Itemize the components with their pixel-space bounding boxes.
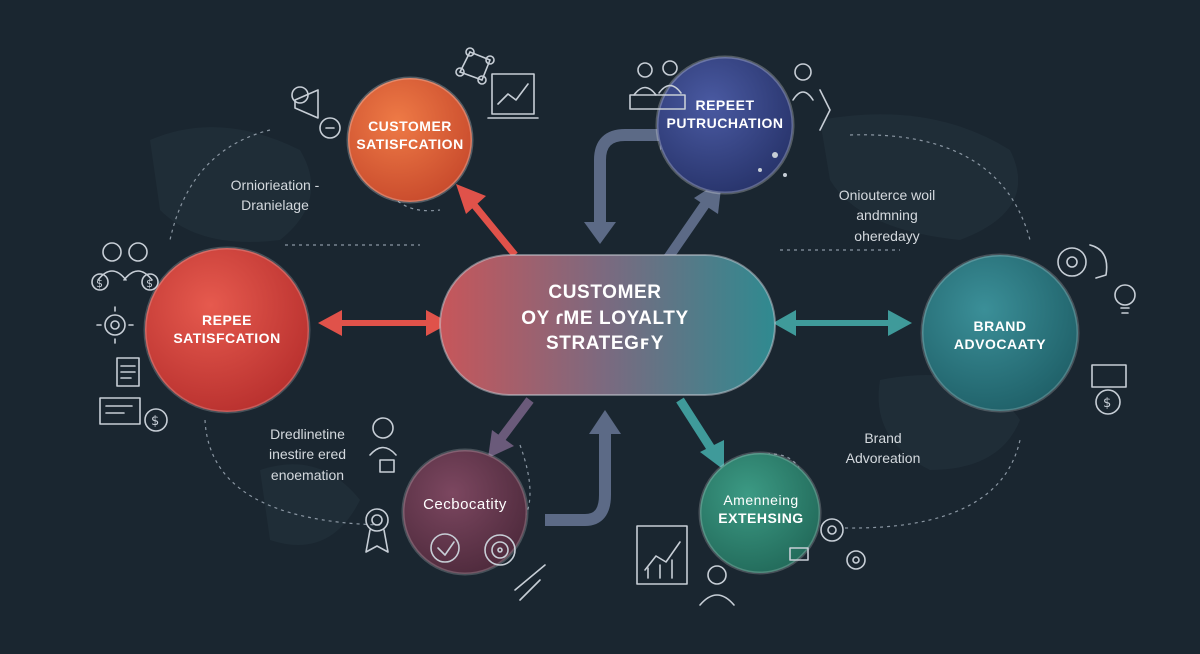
node-advocacy-line1: BRAND — [973, 318, 1027, 334]
award-ribbon-icon — [365, 508, 389, 553]
node-extending-circle — [698, 451, 822, 575]
node-satisfaction-line2: SATISFCATION — [356, 135, 464, 152]
center-strategy-label: CUSTOMER OY ɾME LOYALTY STRATEGꜰY — [440, 280, 770, 357]
node-satisfaction-line1: CUSTOMER — [368, 118, 452, 134]
chart-screen-icon — [487, 73, 539, 119]
headset-person-icon — [369, 417, 397, 473]
arrow-to-cecbocatity — [488, 397, 534, 458]
note-top-right-line3: oheredayy — [854, 227, 920, 244]
svg-text:$: $ — [1103, 396, 1111, 411]
node-cecbocatity-label: Cecbocatity — [405, 496, 525, 515]
note-bottom-right-line1: Brand — [864, 430, 902, 446]
node-advocacy-label: BRAND ADVOCAATY — [940, 318, 1060, 353]
node-repurchase-line2: PUTRUCHATION — [666, 114, 784, 131]
target-icon — [430, 533, 546, 601]
svg-text:$: $ — [151, 414, 159, 429]
dollar-screen-icon: $ — [1091, 364, 1127, 415]
note-bottom-left: Dredlinetine inestire ered enoemation — [240, 424, 375, 485]
arrow-to-extending — [676, 397, 724, 470]
arrow-to-satisfaction — [456, 184, 518, 258]
node-repeat-label: REPEE SATISFCATION — [152, 312, 302, 347]
note-bottom-right-line2: Advoreation — [845, 450, 921, 467]
node-repeat-circle — [143, 246, 311, 414]
note-top-left-line2: Dranielage — [241, 197, 309, 214]
document-icon — [116, 357, 140, 387]
center-strategy-pill — [439, 254, 776, 396]
arrow-right-double — [773, 310, 912, 336]
note-top-right: Oniouterce woil andmning oheredayy — [812, 185, 962, 246]
node-satisfaction-label: CUSTOMER SATISFCATION — [348, 118, 472, 153]
cogs-icon — [789, 518, 866, 570]
growth-chart-icon — [636, 525, 688, 585]
node-repeat-line2: SATISFCATION — [173, 329, 281, 346]
network-icon — [455, 47, 495, 85]
center-line2: OY ɾME LOYALTY — [521, 307, 689, 329]
lightbulb-icon — [1114, 284, 1136, 314]
node-satisfaction-circle — [346, 76, 474, 204]
node-extending-line2: EXTEHSING — [718, 509, 804, 526]
svg-text:$: $ — [96, 277, 103, 290]
note-bottom-left-line3: enoemation — [270, 466, 345, 483]
gear-icon — [96, 306, 134, 344]
node-repurchase-label: REPEET PUTRUCHATION — [655, 97, 795, 132]
center-line1: CUSTOMER — [548, 282, 662, 303]
node-extending-label: Amenneing EXTEHSING — [702, 492, 820, 527]
node-advocacy-line2: ADVOCAATY — [953, 335, 1047, 352]
node-repurchase-circle — [655, 55, 795, 195]
note-top-left: Orniorieation - Dranielage — [200, 175, 350, 216]
center-line3: STRATEGꜰY — [545, 333, 665, 355]
arrow-left-double — [318, 310, 450, 336]
head-gear-icon — [1057, 244, 1108, 279]
person-icon — [699, 565, 735, 606]
note-top-right-line1: Oniouterce woil — [838, 187, 936, 203]
note-bottom-left-line2: inestire ered — [268, 446, 347, 463]
note-top-left-line1: Orniorieation - — [230, 177, 320, 193]
megaphone-icon — [291, 86, 341, 139]
svg-text:$: $ — [146, 277, 153, 290]
node-repeat-line1: REPEE — [202, 312, 252, 328]
node-advocacy-circle — [920, 253, 1080, 413]
node-extending-line1: Amenneing — [723, 492, 799, 508]
money-people-icon: $ $ — [91, 242, 159, 291]
arrow-bottom-up — [545, 410, 621, 526]
note-bottom-left-line1: Dredlinetine — [270, 426, 345, 442]
note-bottom-right: Brand Advoreation — [828, 428, 938, 469]
money-card-icon: $ — [99, 397, 168, 432]
node-repurchase-line1: REPEET — [695, 97, 755, 113]
people-group-icon — [629, 60, 831, 131]
note-top-right-line2: andmning — [856, 207, 918, 224]
node-cecbocatity-line1: Cecbocatity — [423, 496, 507, 513]
